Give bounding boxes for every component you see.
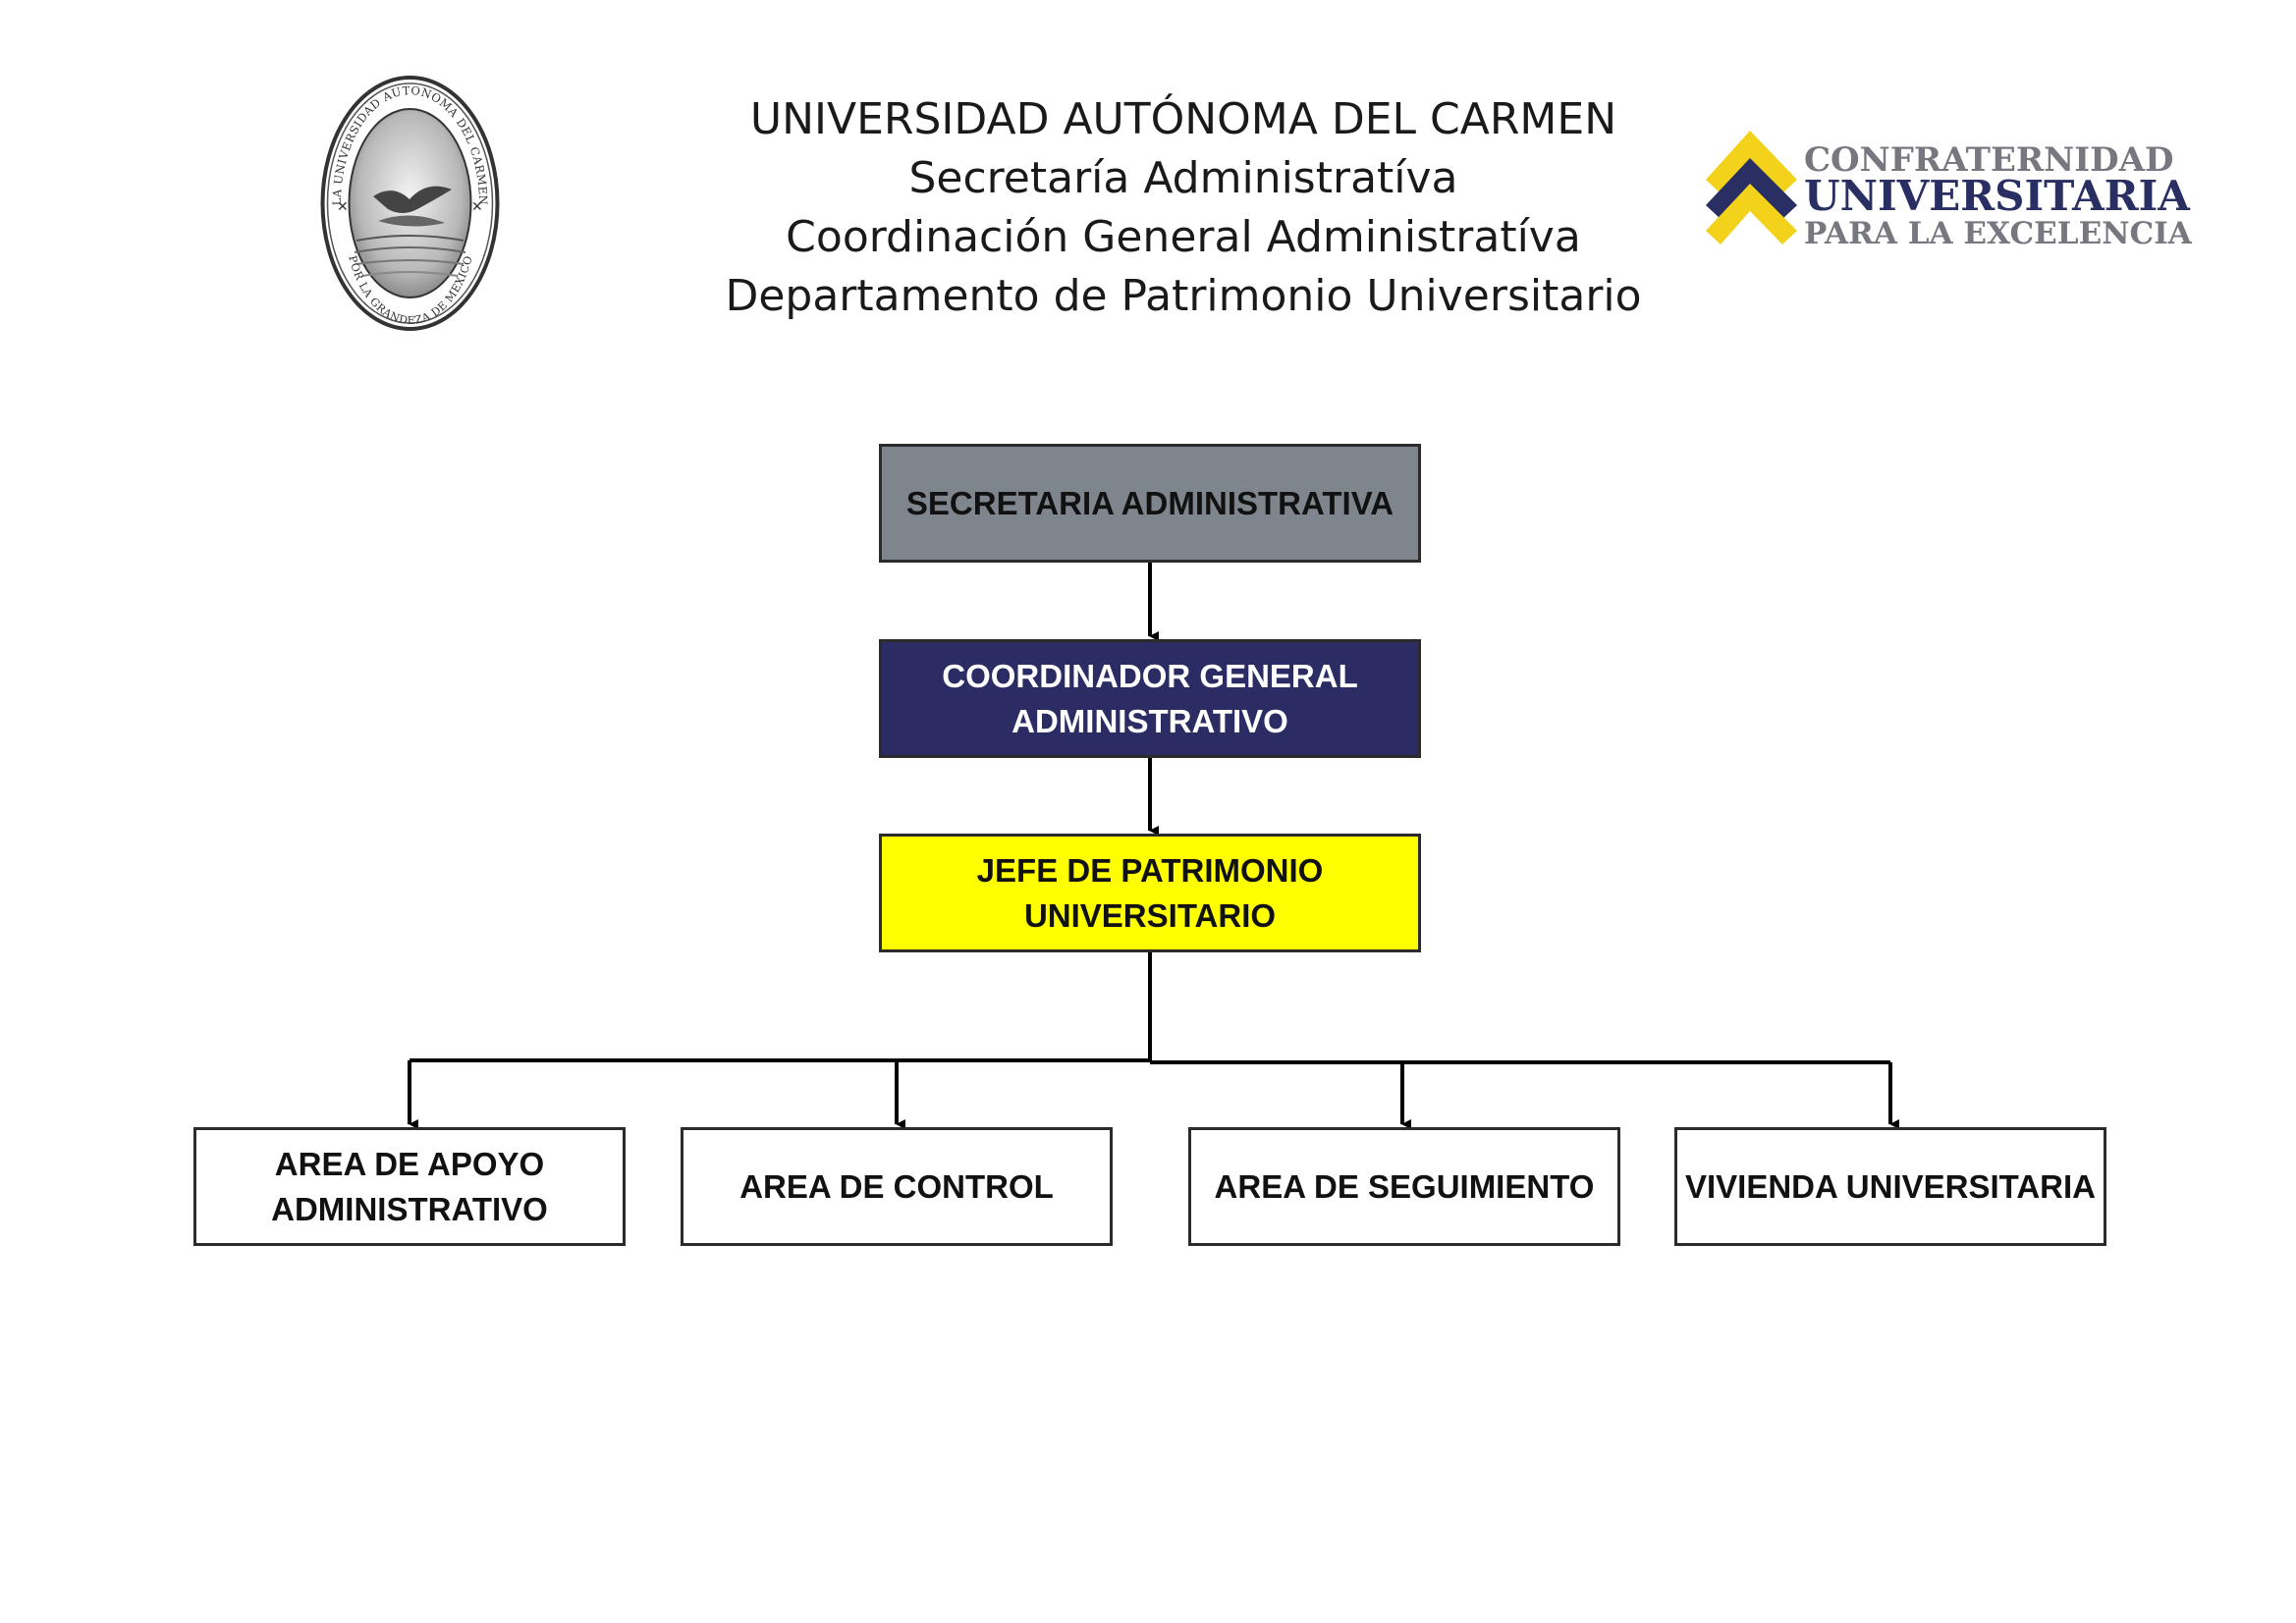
header-departamento: Departamento de Patrimonio Universitario (725, 271, 1642, 321)
box-secretaria-administrativa: SECRETARIA ADMINISTRATIVA (879, 444, 1421, 563)
university-seal-icon: ✕ ✕ LA UNIVERSIDAD AUTONOMA DEL CARMEN P… (319, 74, 501, 333)
header-university: UNIVERSIDAD AUTÓNOMA DEL CARMEN (749, 94, 1617, 144)
page-header: UNIVERSIDAD AUTÓNOMA DEL CARMEN Secretar… (687, 90, 1679, 326)
box-area-apoyo: AREA DE APOYO ADMINISTRATIVO (193, 1127, 626, 1246)
svg-text:✕: ✕ (471, 199, 483, 215)
box-coordinador-general: COORDINADOR GENERAL ADMINISTRATIVO (879, 639, 1421, 758)
logo-line-3: PARA LA EXCELENCIA (1804, 216, 2192, 251)
logo-line-2: UNIVERSITARIA (1804, 172, 2190, 220)
header-coordinacion: Coordinación General Administratíva (786, 212, 1581, 262)
chevron-logo-icon (1706, 131, 1797, 244)
header-secretaria: Secretaría Administratíva (908, 153, 1458, 203)
logo-line-1: CONFRATERNIDAD (1804, 140, 2174, 180)
box-vivienda-universitaria: VIVIENDA UNIVERSITARIA (1674, 1127, 2106, 1246)
box-area-control: AREA DE CONTROL (681, 1127, 1113, 1246)
confraternidad-logo: CONFRATERNIDAD UNIVERSITARIA PARA LA EXC… (1704, 123, 2192, 255)
box-jefe-patrimonio: JEFE DE PATRIMONIO UNIVERSITARIO (879, 834, 1421, 952)
box-area-seguimiento: AREA DE SEGUIMIENTO (1188, 1127, 1620, 1246)
svg-text:✕: ✕ (337, 199, 349, 215)
